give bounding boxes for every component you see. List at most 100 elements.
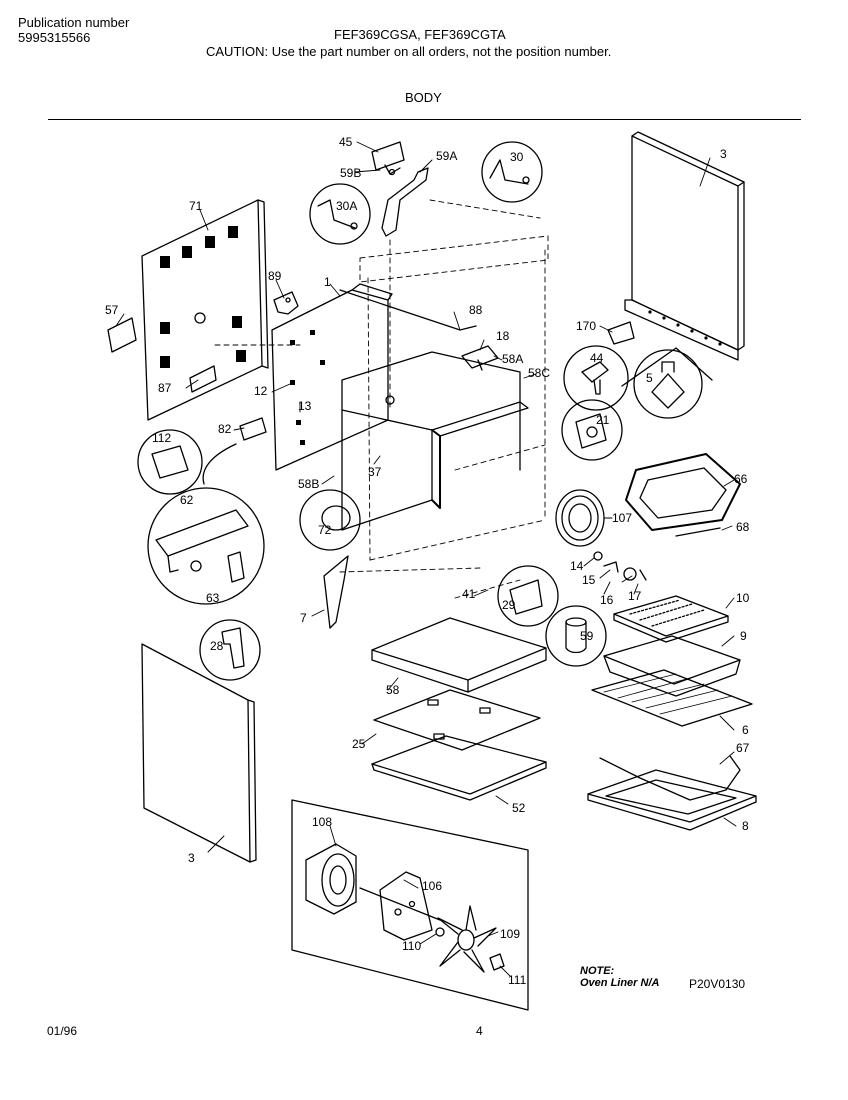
inset-112 — [137, 429, 203, 495]
label-68: 68 — [736, 520, 750, 534]
label-10: 10 — [736, 591, 750, 605]
part-107-fan-guard — [555, 489, 605, 547]
part-8-drawer — [587, 769, 757, 831]
part-10-broil-grid — [613, 595, 729, 643]
label-107: 107 — [612, 511, 632, 525]
inset-59 — [545, 605, 607, 667]
inset-29 — [497, 565, 559, 627]
caution-text: CAUTION: Use the part number on all orde… — [206, 44, 612, 59]
inset-44 — [563, 345, 629, 411]
label-16: 16 — [600, 593, 614, 607]
label-37: 37 — [368, 465, 382, 479]
guide-lines — [214, 199, 549, 599]
leader-lines — [115, 141, 737, 977]
part-9-broil-pan — [603, 635, 741, 697]
label-67: 67 — [736, 741, 750, 755]
label-8: 8 — [742, 819, 749, 833]
part-52-bottom — [371, 735, 547, 801]
label-3-right: 3 — [720, 147, 727, 161]
label-29: 29 — [502, 598, 516, 612]
part-57-plate — [107, 317, 137, 353]
label-57: 57 — [105, 303, 119, 317]
part-110-nut — [435, 927, 445, 937]
label-3-left: 3 — [188, 851, 195, 865]
part-109-fan-blade — [437, 905, 497, 973]
label-30: 30 — [510, 150, 524, 164]
label-59a: 59A — [436, 149, 457, 163]
label-58: 58 — [386, 683, 400, 697]
label-13: 13 — [298, 399, 312, 413]
part-6-oven-rack — [591, 669, 753, 727]
label-25: 25 — [352, 737, 366, 751]
part-3-right-side-panel — [624, 131, 745, 361]
part-67-bake-element — [599, 755, 741, 801]
label-44: 44 — [590, 351, 604, 365]
footer-date: 01/96 — [47, 1024, 78, 1038]
header-rule — [48, 119, 801, 120]
part-108-motor — [305, 843, 357, 915]
label-41: 41 — [462, 587, 476, 601]
note-text: Oven Liner N/A — [580, 977, 660, 989]
label-109: 109 — [500, 927, 520, 941]
inset-28 — [199, 619, 261, 681]
part-59a-tube — [381, 167, 429, 237]
label-63: 63 — [206, 591, 220, 605]
callout-arrow — [202, 443, 237, 485]
label-66: 66 — [734, 472, 748, 486]
label-71: 71 — [189, 199, 203, 213]
label-12: 12 — [254, 384, 268, 398]
inset-72 — [299, 489, 361, 551]
publication-label: Publication number — [18, 15, 130, 30]
label-6: 6 — [742, 723, 749, 737]
part-71-rear-panel — [141, 199, 269, 421]
part-58-liner — [371, 617, 547, 693]
inset-30a — [309, 183, 371, 245]
part-88-wire — [339, 289, 477, 331]
label-52: 52 — [512, 801, 526, 815]
label-17: 17 — [628, 589, 642, 603]
model-numbers: FEF369CGSA, FEF369CGTA — [334, 27, 506, 42]
label-1: 1 — [324, 275, 331, 289]
label-59b: 59B — [340, 166, 361, 180]
label-106: 106 — [422, 879, 442, 893]
part-45-bracket — [371, 141, 405, 176]
part-25-panel — [373, 689, 541, 751]
label-59: 59 — [580, 629, 594, 643]
part-1-frame — [271, 283, 393, 471]
oven-cavity — [341, 351, 529, 531]
label-88: 88 — [469, 303, 483, 317]
label-62: 62 — [180, 493, 194, 507]
section-title: BODY — [405, 90, 442, 105]
label-111: 111 — [508, 973, 527, 987]
label-112: 112 — [152, 431, 171, 445]
label-89: 89 — [268, 269, 282, 283]
part-66-broil-element — [625, 453, 741, 537]
publication-number: 5995315566 — [18, 30, 91, 45]
part-3-left-side-panel — [141, 643, 257, 863]
fan-assembly-box — [291, 799, 529, 1011]
part-82-terminal — [239, 417, 267, 441]
position-labels: 45 59B 59A 30 30A 3 71 1 89 88 57 18 58A… — [105, 135, 750, 987]
note-title: NOTE: — [580, 965, 615, 977]
label-9: 9 — [740, 629, 747, 643]
inset-30 — [481, 141, 543, 203]
part-170-bracket — [607, 321, 635, 345]
label-58a: 58A — [502, 352, 523, 366]
footer-page-number: 4 — [476, 1024, 483, 1038]
label-58c: 58C — [528, 366, 550, 380]
label-15: 15 — [582, 573, 596, 587]
label-58b: 58B — [298, 477, 319, 491]
label-7: 7 — [300, 611, 307, 625]
part-111-washer — [489, 953, 505, 971]
part-7-hinge — [323, 555, 349, 629]
part-106-bracket — [359, 871, 441, 941]
label-28: 28 — [210, 639, 224, 653]
label-110: 110 — [402, 939, 421, 953]
label-170: 170 — [576, 319, 596, 333]
label-14: 14 — [570, 559, 584, 573]
label-21: 21 — [596, 413, 610, 427]
figure-code: P20V0130 — [689, 977, 746, 991]
parts-14-17-light — [593, 551, 647, 581]
part-89-clip — [273, 291, 299, 315]
